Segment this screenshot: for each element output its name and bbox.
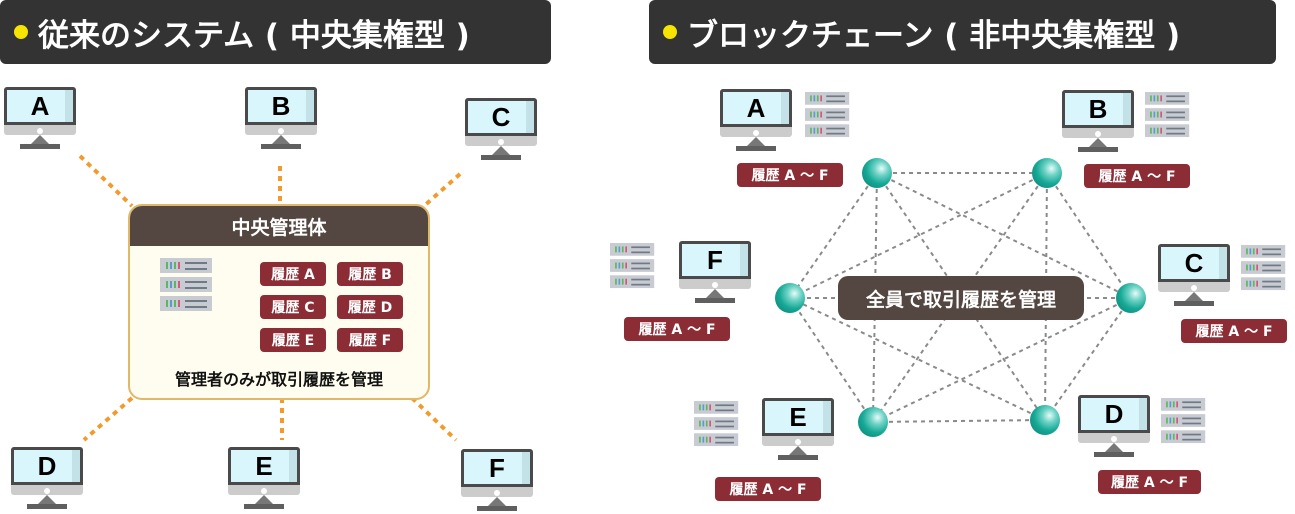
network-node-d: [1030, 405, 1060, 435]
link-a-central: [78, 154, 134, 208]
title-decentralized-text: ブロックチェーン ( 非中央集権型 ): [687, 17, 1181, 54]
server-rack-icon: [160, 258, 212, 315]
network-node-e: [858, 407, 888, 437]
server-rack-icon: [694, 401, 739, 449]
bullet-icon: [14, 25, 28, 39]
record-tag: 履歴 A: [260, 262, 326, 286]
network-node-f: [775, 283, 805, 313]
computer-a-icon: A: [720, 89, 792, 151]
record-tag: 履歴 D: [337, 295, 403, 319]
record-tag: 履歴 C: [260, 295, 326, 319]
server-rack-icon: [610, 243, 655, 291]
title-decentralized: ブロックチェーン ( 非中央集権型 ): [649, 0, 1276, 64]
server-rack-icon: [1161, 398, 1206, 446]
mesh-link-a-e: [872, 172, 878, 423]
mesh-link-b-c: [1046, 172, 1132, 299]
central-authority-box: 中央管理体 履歴 A 履歴 B 履歴 C 履歴 D 履歴 E 履歴 F 管理者の…: [128, 204, 430, 400]
computer-b-icon: B: [1062, 90, 1134, 152]
central-caption: 管理者のみが取引履歴を管理: [174, 370, 383, 389]
computer-e-icon: E: [762, 398, 834, 460]
record-tag: 履歴 B: [337, 262, 403, 286]
history-tag-e: 履歴 A ～ F: [715, 477, 821, 501]
computer-f-icon: F: [461, 449, 533, 511]
server-rack-icon: [1145, 92, 1190, 140]
mesh-link-a-f: [789, 172, 878, 299]
computer-c-icon: C: [465, 98, 537, 160]
mesh-link-d-f: [789, 297, 1046, 421]
computer-c-icon: C: [1158, 244, 1230, 306]
history-tag-d: 履歴 A ～ F: [1098, 470, 1201, 494]
history-tag-a: 履歴 A ～ F: [737, 163, 843, 187]
record-tag: 履歴 E: [260, 328, 326, 352]
bullet-icon: [663, 25, 677, 39]
network-node-a: [862, 158, 892, 188]
link-c-central: [422, 172, 462, 208]
mesh-link-d-e: [872, 419, 1046, 423]
computer-b-icon: B: [245, 87, 317, 149]
mesh-link-a-d: [876, 172, 1046, 421]
computer-e-icon: E: [228, 447, 300, 509]
mesh-link-b-e: [872, 172, 1048, 423]
central-authority-heading: 中央管理体: [130, 206, 428, 246]
title-centralized-text: 従来のシステム ( 中央集権型 ): [38, 17, 470, 54]
computer-a-icon: A: [4, 87, 76, 149]
mesh-link-a-c: [876, 172, 1132, 299]
link-d-central: [82, 396, 134, 442]
history-tag-b: 履歴 A ～ F: [1084, 164, 1190, 188]
computer-f-icon: F: [679, 241, 751, 303]
history-tag-f: 履歴 A ～ F: [624, 317, 730, 341]
computer-d-icon: D: [11, 447, 83, 509]
title-centralized: 従来のシステム ( 中央集権型 ): [0, 0, 551, 64]
server-rack-icon: [1241, 245, 1286, 293]
shared-ledger-label: 全員で取引履歴を管理: [838, 276, 1084, 320]
computer-d-icon: D: [1078, 395, 1150, 457]
history-tag-c: 履歴 A ～ F: [1181, 319, 1287, 343]
network-node-c: [1116, 283, 1146, 313]
link-f-central: [410, 396, 458, 442]
mesh-link-c-d: [1044, 297, 1132, 421]
record-tag: 履歴 F: [337, 328, 403, 352]
server-rack-icon: [805, 92, 850, 140]
network-node-b: [1032, 158, 1062, 188]
mesh-link-e-f: [789, 297, 874, 423]
